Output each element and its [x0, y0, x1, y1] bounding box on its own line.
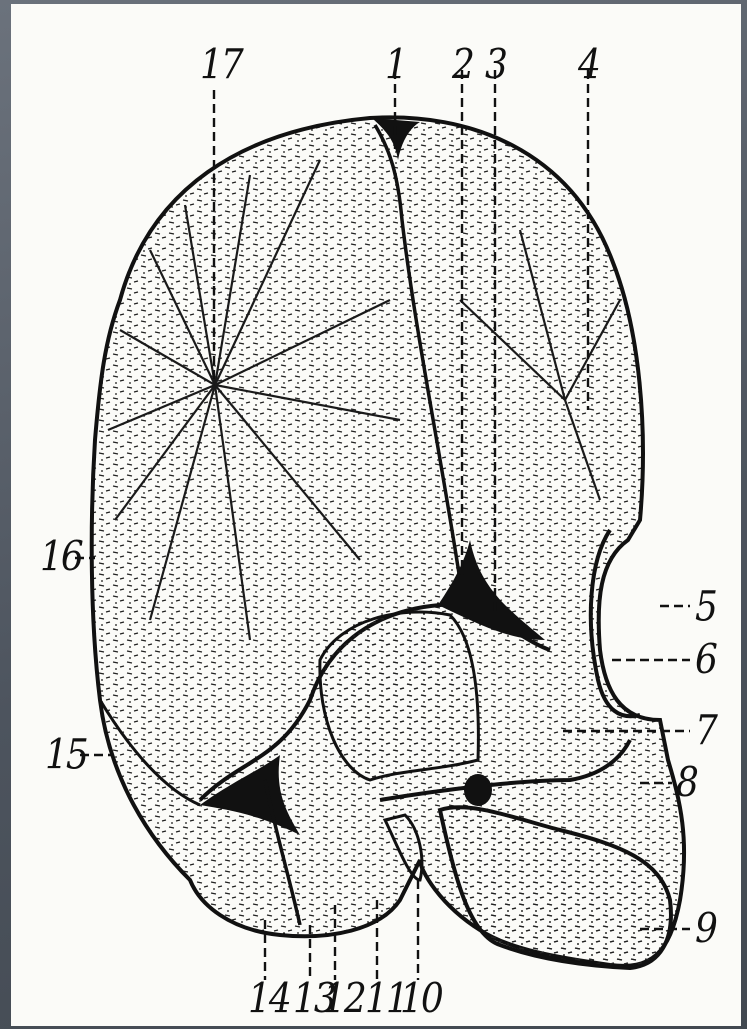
label-7: 7: [695, 711, 716, 752]
label-12: 12: [323, 979, 365, 1020]
temporal-squama: [320, 612, 479, 780]
label-16: 16: [40, 537, 82, 578]
label-14: 14: [248, 979, 290, 1020]
label-9: 9: [695, 909, 716, 950]
label-17: 17: [200, 45, 242, 86]
label-2: 2: [452, 45, 473, 86]
label-15: 15: [45, 735, 87, 776]
mastoid-bump: [464, 774, 492, 806]
label-6: 6: [695, 640, 716, 681]
label-5: 5: [695, 587, 716, 628]
label-4: 4: [578, 45, 599, 86]
label-8: 8: [676, 763, 697, 804]
label-1: 1: [385, 45, 406, 86]
label-10: 10: [400, 979, 442, 1020]
label-3: 3: [485, 45, 506, 86]
